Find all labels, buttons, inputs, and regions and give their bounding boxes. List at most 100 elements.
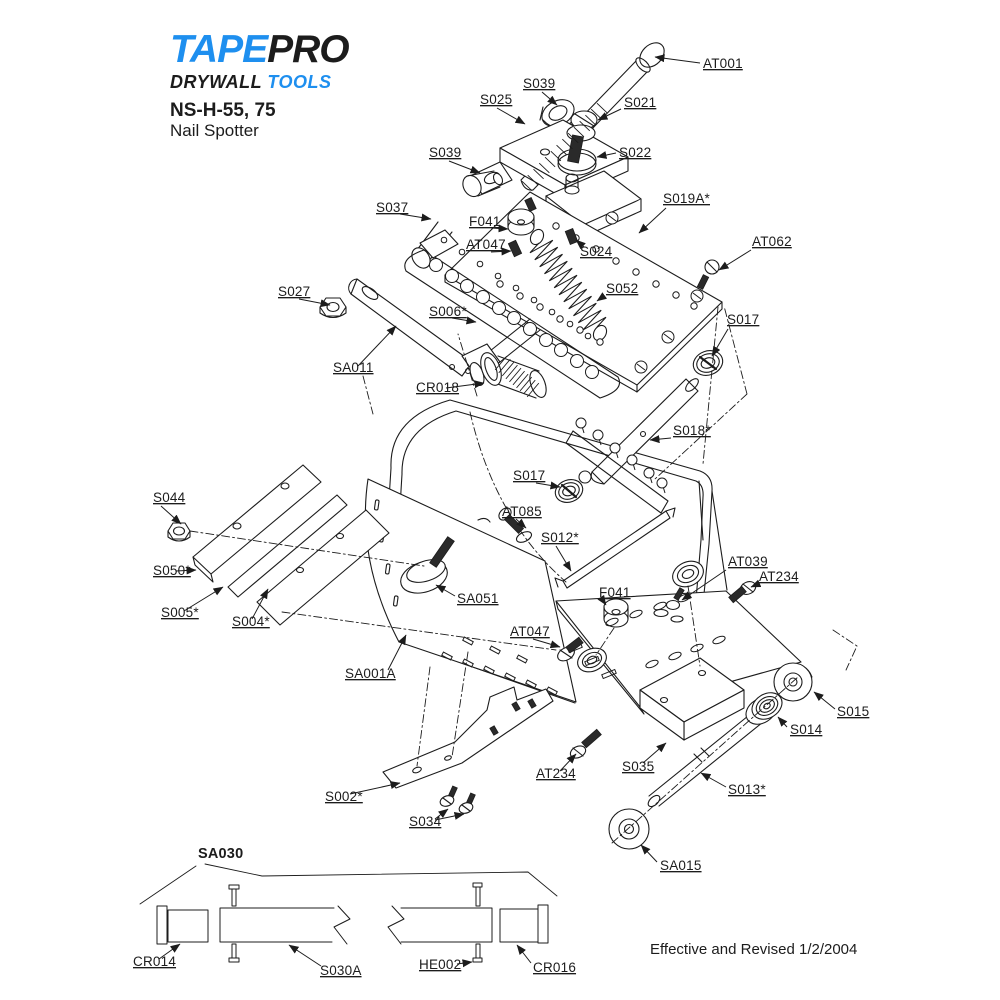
nut-f041-top-drawing (507, 208, 535, 236)
screw-at039-drawing (653, 599, 684, 623)
projection-lines-drawing (189, 305, 858, 844)
part-label-s037: S037 (376, 200, 408, 215)
part-label-s017-center: S017 (513, 468, 545, 483)
part-label-s012: S012* (541, 530, 579, 545)
leader-at062 (718, 249, 752, 271)
leader-at234-bottom (559, 753, 577, 772)
leader-s025 (496, 107, 526, 125)
part-label-s006: S006* (429, 304, 467, 319)
part-label-at039: AT039 (728, 554, 768, 569)
bushing-s017-center-drawing (554, 470, 592, 503)
leader-s037 (399, 213, 432, 222)
part-label-at047-top: AT047 (466, 237, 506, 252)
leader-s015 (813, 691, 836, 710)
revision-note: Effective and Revised 1/2/2004 (650, 941, 858, 958)
bracket-s035-drawing (639, 657, 745, 741)
brand-logo-tape: TAPE (170, 28, 268, 71)
part-label-s034: S034 (409, 814, 442, 829)
part-label-s025: S025 (480, 92, 512, 107)
screws-s034-drawing (439, 795, 474, 814)
leader-s017-center (535, 481, 561, 490)
part-label-s050: S050* (153, 563, 191, 578)
bar-s012-drawing (554, 507, 676, 589)
part-label-sa030: SA030 (198, 846, 243, 862)
leader-s039-left (448, 160, 481, 174)
tube-assembly-sa030-drawing (139, 863, 558, 963)
leader-cr014 (158, 943, 181, 960)
part-label-s017-right: S017 (727, 312, 759, 327)
part-label-s039-top: S039 (523, 76, 555, 91)
model-number: NS-H-55, 75 (170, 99, 276, 121)
product-name: Nail Spotter (170, 120, 259, 140)
leader-s019a (638, 207, 667, 234)
part-label-s013: S013* (728, 782, 766, 797)
leader-s004 (251, 588, 269, 620)
peg-bar-drawing (565, 430, 669, 514)
part-label-sa051: SA051 (457, 591, 499, 606)
part-label-s005: S005* (161, 605, 199, 620)
part-label-s024: S024 (580, 244, 613, 259)
leader-he002 (456, 959, 473, 968)
roller-rail-s006-drawing (404, 229, 621, 399)
leader-s044 (160, 505, 182, 525)
leader-s012 (555, 545, 572, 572)
part-label-at234-right: AT234 (759, 569, 799, 584)
leader-s034 (434, 808, 449, 820)
leader-sa011 (357, 325, 397, 367)
leader-s022 (596, 151, 617, 159)
part-label-sa011: SA011 (333, 360, 374, 375)
leader-at234-right (750, 579, 762, 588)
leader-s014 (777, 716, 788, 728)
leader-f041-top (490, 224, 509, 233)
part-label-f041-bottom: F041 (599, 585, 631, 600)
leader-s024 (575, 239, 586, 250)
part-label-at047-bottom: AT047 (510, 624, 550, 639)
leader-cr016 (516, 944, 532, 964)
part-label-cr016: CR016 (533, 960, 576, 975)
part-label-s022: S022 (619, 145, 651, 160)
generated-decor (429, 102, 747, 805)
leader-s013 (700, 772, 727, 788)
header-block: TAPEPRO DRYWALL TOOLS NS-H-55, 75 Nail S… (170, 28, 350, 140)
leader-s002 (349, 781, 401, 795)
fitting-cr018-drawing (469, 352, 547, 399)
leader-s050 (175, 566, 197, 575)
spring-s052-drawing (529, 228, 608, 342)
leader-s035 (642, 742, 667, 764)
part-label-s014: S014 (790, 722, 823, 737)
leader-at039 (681, 569, 727, 601)
part-label-cr018: CR018 (416, 380, 459, 395)
part-label-f041-top: F041 (469, 214, 501, 229)
wheel-sa015-drawing (608, 808, 650, 850)
leader-sa015 (640, 844, 658, 863)
part-label-s004: S004* (232, 614, 270, 629)
brand-tagline-tools: TOOLS (267, 71, 332, 92)
part-label-sa001a: SA001A (345, 666, 396, 681)
leader-s005 (183, 586, 224, 612)
rod-s018-drawing (590, 378, 699, 485)
part-label-s027: S027 (278, 284, 310, 299)
leader-at047-top (490, 247, 512, 256)
leader-cr018 (445, 380, 485, 389)
part-label-cr014: CR014 (133, 954, 176, 969)
leader-at085 (515, 518, 527, 529)
wheel-s014-drawing (745, 692, 783, 725)
leader-f041-bottom (597, 594, 607, 606)
part-label-s021: S021 (624, 95, 656, 110)
leader-s021 (597, 108, 622, 121)
nut-s027-drawing (319, 297, 347, 319)
leader-s018 (649, 435, 672, 444)
part-label-at085: AT085 (502, 504, 542, 519)
part-label-s018: S018* (673, 423, 711, 438)
nut-s044-drawing (167, 522, 191, 542)
nut-f041-bottom-drawing (603, 598, 629, 628)
brand-logo-pro: PRO (267, 28, 350, 71)
part-label-at234-bottom: AT234 (536, 766, 576, 781)
leader-s027 (298, 298, 331, 308)
leader-sa051 (435, 584, 456, 597)
part-label-at001: AT001 (703, 56, 743, 71)
leader-s039-top (541, 91, 558, 106)
